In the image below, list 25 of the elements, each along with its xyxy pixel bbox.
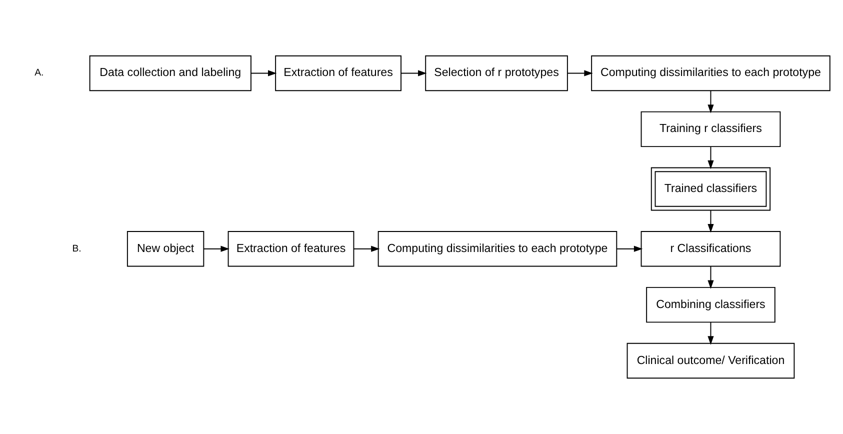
arrow <box>567 70 593 76</box>
arrow <box>400 70 427 76</box>
node-box: Selection of r prototypes <box>425 55 568 92</box>
node-box: Extraction of features <box>275 55 402 92</box>
arrow <box>250 70 277 76</box>
node-box: Computing dissimilarities to each prototype <box>378 231 618 267</box>
node-box: Training r classifiers <box>640 111 781 148</box>
node-box: New object <box>126 231 204 267</box>
arrow <box>708 266 714 289</box>
arrow <box>616 246 643 252</box>
node-box: Data collection and labeling <box>89 55 252 92</box>
label: A. <box>34 68 44 79</box>
arrow <box>353 246 380 252</box>
node-box: r Classifications <box>640 231 781 267</box>
arrow <box>708 322 714 345</box>
node-box: Trained classifiers <box>650 167 771 211</box>
node-box: Combining classifiers <box>646 286 776 323</box>
arrow <box>203 246 230 252</box>
node-box: Computing dissimilarities to each prototype <box>591 55 830 92</box>
node-box: Clinical outcome/ Verification <box>626 342 795 379</box>
label: B. <box>72 243 82 254</box>
node-box: Extraction of features <box>228 231 354 267</box>
arrow <box>708 90 714 114</box>
arrow <box>708 210 714 233</box>
arrow <box>708 146 714 170</box>
